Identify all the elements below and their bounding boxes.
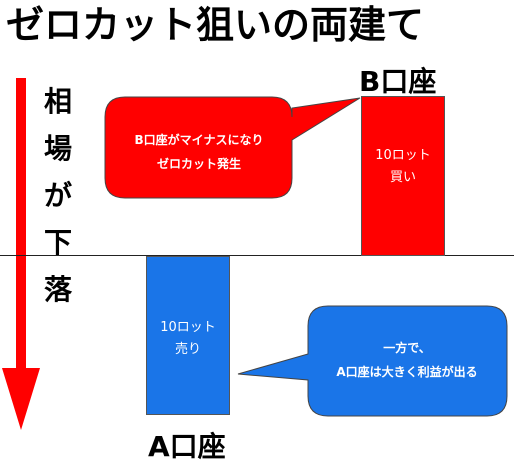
market-label-char: 落: [43, 273, 72, 306]
account-b-label: B口座: [359, 65, 437, 98]
account-a-label: A口座: [148, 430, 226, 463]
market-label-char: が: [43, 179, 72, 212]
zero-baseline: [0, 255, 514, 256]
diagram-title: ゼロカット狙いの両建て: [6, 3, 425, 47]
market-label-char: 場: [43, 132, 72, 165]
callout-b-line: ゼロカット発生: [156, 157, 241, 171]
callout-b-line: B口座がマイナスになり: [134, 133, 264, 147]
callout-b-bubble: [104, 96, 361, 199]
account-a-side-text: 売り: [174, 342, 201, 357]
callout-b-text: B口座がマイナスになり ゼロカット発生: [106, 128, 292, 176]
market-label-char: 相: [43, 85, 72, 118]
account-b-buy-position: 10ロット 買い: [361, 96, 445, 256]
callout-a-line: A口座は大きく利益が出る: [336, 365, 478, 379]
down-arrow-icon: [2, 78, 40, 430]
market-label-char: 下: [43, 226, 72, 259]
account-b-side-text: 買い: [389, 170, 416, 185]
callout-a-text: 一方で、 A口座は大きく利益が出る: [306, 336, 508, 384]
account-a-lot-text: 10ロット: [160, 320, 216, 335]
callout-a-bubble: [237, 305, 508, 417]
account-b-lot-text: 10ロット: [375, 148, 431, 163]
market-decline-label: 相 場 が 下 落: [38, 78, 78, 313]
account-a-sell-position: 10ロット 売り: [146, 256, 230, 415]
callout-a-line: 一方で、: [383, 341, 431, 355]
market-decline-arrow: [2, 78, 40, 430]
